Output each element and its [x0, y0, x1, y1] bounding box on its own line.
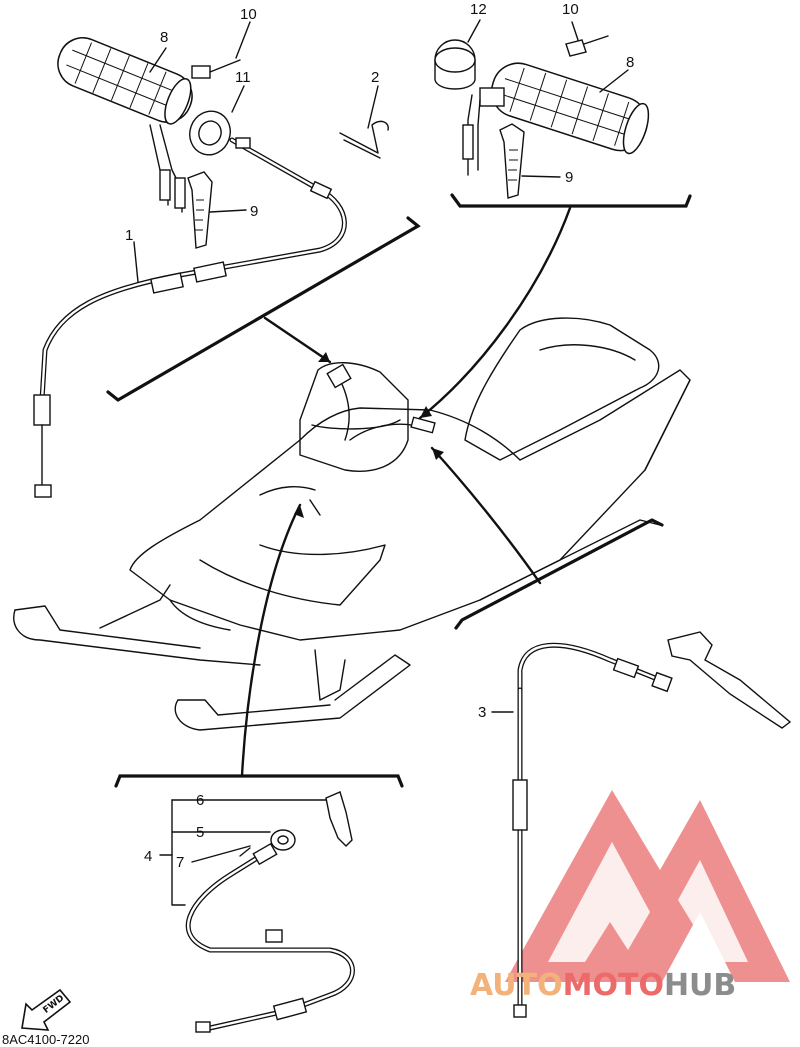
- throttle-cable: [33, 137, 347, 498]
- callout-9-left: 9: [250, 203, 258, 220]
- callout-1: 1: [125, 227, 133, 244]
- callout-6: 6: [196, 792, 204, 809]
- right-bolt: [565, 35, 609, 57]
- brake-cable-assembly: [512, 631, 792, 1018]
- leader-lines: [106, 193, 692, 788]
- left-strap: [187, 171, 213, 249]
- watermark-auto: AUTO: [470, 968, 563, 1003]
- left-grip-assembly: [33, 37, 389, 498]
- right-grip: [490, 62, 650, 155]
- brake-lever: [667, 631, 792, 729]
- arrow-head: [318, 352, 330, 362]
- callout-5: 5: [196, 824, 204, 841]
- callout-9-right: 9: [565, 169, 573, 186]
- callout-11: 11: [235, 69, 251, 86]
- ring: [189, 110, 231, 156]
- choke-cable-assembly: [159, 791, 355, 1033]
- callout-leaders: [133, 19, 629, 713]
- callout-4: 4: [144, 848, 152, 865]
- callout-numbers: 8 10 11 2 9 1 12 10 8 9 3 4 6 5 7: [125, 1, 634, 871]
- callout-12: 12: [470, 1, 487, 18]
- left-grip: [57, 37, 193, 125]
- callout-7: 7: [176, 854, 184, 871]
- drawing-code: 8AC4100-7220: [2, 1032, 89, 1047]
- arrow-head: [432, 448, 444, 460]
- callout-10-right: 10: [562, 1, 579, 18]
- nut: [270, 829, 296, 851]
- callout-10-left: 10: [240, 6, 257, 23]
- arrow-head: [294, 505, 304, 518]
- arrow-head: [420, 406, 432, 418]
- watermark-hub: HUB: [664, 968, 736, 1003]
- watermark-text: AUTOMOTOHUB: [470, 968, 736, 1003]
- callout-2: 2: [371, 69, 379, 86]
- choke-lever: [325, 791, 353, 847]
- callout-3: 3: [478, 704, 486, 721]
- watermark-moto: MOTO: [563, 968, 664, 1003]
- right-grip-assembly: [434, 35, 650, 199]
- left-bolt: [191, 59, 241, 79]
- watermark-logo: [505, 790, 790, 982]
- fwd-arrow: FWD: [21, 988, 72, 1031]
- snowmobile-body: [13, 317, 691, 731]
- collar: [434, 39, 476, 90]
- callout-8-right: 8: [626, 54, 634, 71]
- callout-8-left: 8: [160, 29, 168, 46]
- clip: [339, 120, 389, 159]
- right-strap: [499, 123, 525, 199]
